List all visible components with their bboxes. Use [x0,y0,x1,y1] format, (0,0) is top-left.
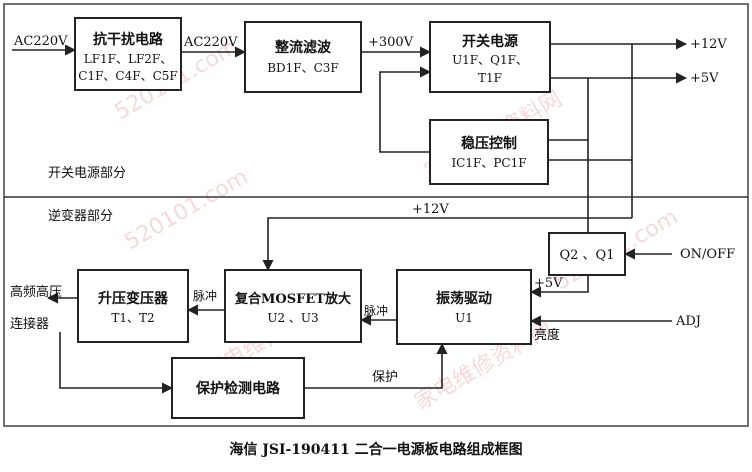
block-osc-line2: U1 [455,311,473,325]
block-q2-q1 [548,232,626,276]
label-ac-mid: AC220V [183,35,238,50]
block-emi-filter [74,17,182,91]
block-osc-title: 振荡驱动 [436,290,492,307]
label-12v-out: +12V [690,37,727,52]
block-transformer-title: 升压变压器 [98,290,169,307]
label-12v-inverter: +12V [412,202,449,217]
label-pulse-1: 脉冲 [193,288,217,303]
block-mosfet [224,269,362,343]
block-transformer-line2: T1、T2 [111,311,154,325]
label-brightness: 亮度 [534,327,560,343]
block-psu-title: 开关电源 [462,33,518,50]
label-adj: ADJ [675,314,701,329]
outer-frame [3,3,749,427]
label-5v-inverter: +5V [534,276,563,291]
wire-protection-to-osc [304,342,448,389]
label-onoff: ON/OFF [680,247,735,262]
block-rectifier [244,21,362,93]
block-regulator [429,119,549,185]
block-transformer [77,269,189,343]
wire-regulator-feedback [379,66,432,153]
block-switching-psu [429,21,551,93]
block-mosfet-line2: U2 、U3 [267,311,318,325]
block-q2q1-title: Q2 、Q1 [560,248,615,263]
label-ac-in: AC220V [13,34,68,49]
diagram-caption: 海信 JSI-190411 二合一电源板电路组成框图 [229,441,522,458]
block-emi-line2: LF1F、LF2F、 [84,52,173,66]
block-protection [171,357,305,419]
label-hv-connector-1: 高频高压 [10,284,62,300]
label-hv-connector-2: 连接器 [10,316,49,332]
label-300v: +300V [368,35,414,50]
block-rectifier-line2: BD1F、C3F [267,61,339,75]
section-label-switching: 开关电源部分 [48,166,126,181]
block-psu-line2: U1F、Q1F、 [452,53,528,67]
wire-sense-to-protection [59,332,174,394]
block-protect-title: 保护检测电路 [195,380,281,397]
block-regulator-line2: IC1F、PC1F [451,156,526,170]
wire-12v-to-mosfet [262,217,632,272]
block-emi-line3: C1F、C4F、C5F [78,69,177,83]
block-regulator-title: 稳压控制 [461,135,517,152]
section-label-inverter: 逆变器部分 [48,208,113,224]
block-rectifier-title: 整流滤波 [274,39,332,56]
label-5v-out: +5V [690,71,719,86]
block-psu-line3: T1F [478,71,502,85]
block-mosfet-title: 复合MOSFET放大 [234,291,351,307]
block-emi-title: 抗干扰电路 [93,31,164,48]
label-pulse-2: 脉冲 [364,303,388,318]
label-protect-signal: 保护 [372,370,398,385]
watermark-text: 520101.com [121,165,253,256]
wire-5v-to-osc [529,275,589,298]
block-oscillator [396,269,532,345]
